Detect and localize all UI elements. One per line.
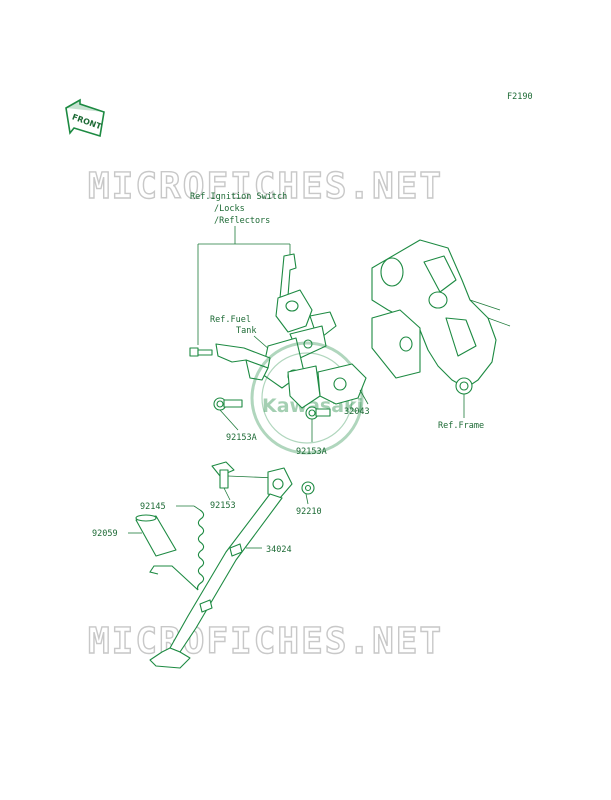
- bolt-ref-icon: [189, 347, 213, 357]
- part-92153a-left: 92153A: [226, 433, 257, 443]
- ref-ignition-line2: /Locks: [214, 204, 245, 214]
- ref-ignition-line3: /Reflectors: [214, 216, 270, 226]
- pivot-bolt-92153: [211, 461, 277, 489]
- frame-part: [371, 239, 511, 395]
- nut-92210: [301, 481, 315, 495]
- ref-ignition-line1: Ref.Ignition Switch: [190, 192, 287, 202]
- part-92153: 92153: [210, 501, 236, 511]
- watermark-top: MICROFICHES.NET: [88, 166, 443, 207]
- spring-92145: [149, 505, 205, 591]
- ref-frame: Ref.Frame: [438, 421, 484, 431]
- sleeve-92059: [135, 514, 177, 557]
- part-92210: 92210: [296, 507, 322, 517]
- ref-fuel-line1: Ref.Fuel: [210, 315, 251, 325]
- leader-32043: [359, 389, 369, 405]
- front-arrow-icon: FRONT: [65, 98, 105, 138]
- stand-bracket-part: [287, 363, 367, 409]
- leader-92153: [223, 487, 231, 501]
- figure-code: F2190: [507, 92, 533, 102]
- part-92059: 92059: [92, 529, 118, 539]
- bolt-92153a-right: [305, 406, 331, 420]
- part-92153a-right: 92153A: [296, 447, 327, 457]
- leader-92153a-left: [219, 409, 239, 431]
- fuel-tank-bracket: [215, 343, 271, 381]
- part-32043: 32043: [344, 407, 370, 417]
- bolt-92153a-left: [213, 397, 243, 411]
- leader-92210: [305, 493, 309, 505]
- part-34024: 34024: [266, 545, 292, 555]
- watermark-bottom: MICROFICHES.NET: [88, 621, 443, 662]
- part-92145: 92145: [140, 502, 166, 512]
- ref-fuel-line2: Tank: [236, 326, 256, 336]
- side-stand-part: [149, 467, 293, 669]
